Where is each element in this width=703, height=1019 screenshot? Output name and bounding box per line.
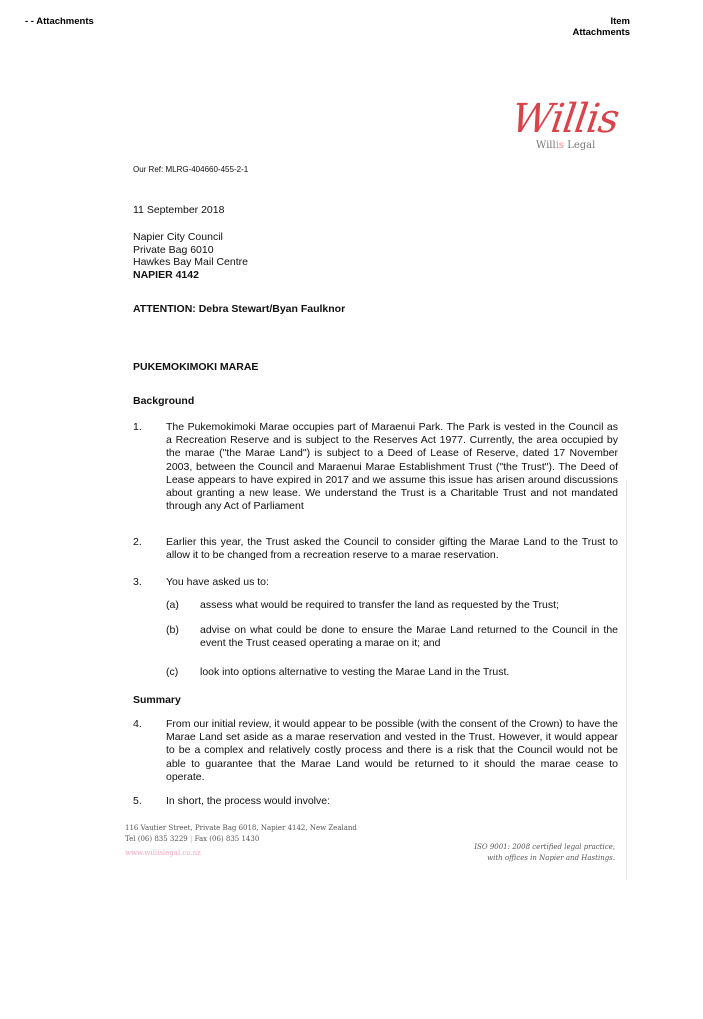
- item-label: (b): [166, 624, 179, 636]
- footer-tel: Tel (06) 835 3229: [125, 835, 188, 843]
- paragraph-3: You have asked us to:: [166, 576, 269, 588]
- tag-legal: Legal: [564, 140, 596, 151]
- footer-website[interactable]: www.willislegal.co.nz: [125, 849, 201, 857]
- item-label: (a): [166, 599, 179, 611]
- address-line: Hawkes Bay Mail Centre: [133, 256, 248, 268]
- summary-heading: Summary: [133, 694, 181, 706]
- header-item: Item: [610, 16, 630, 27]
- recipient-address: Napier City Council Private Bag 6010 Haw…: [133, 231, 248, 281]
- item-text: look into options alternative to vesting…: [200, 666, 510, 678]
- address-line: Napier City Council: [133, 231, 223, 243]
- para-number: 5.: [133, 795, 142, 807]
- footer-fax: Fax (06) 835 1430: [194, 835, 260, 843]
- background-heading: Background: [133, 395, 195, 407]
- address-line: Private Bag 6010: [133, 243, 214, 256]
- item-label: (c): [166, 666, 179, 678]
- footer-address: 116 Vautier Street, Private Bag 6018, Na…: [125, 824, 357, 832]
- footer-iso: ISO 9001: 2008 certified legal practice,…: [474, 842, 615, 864]
- iso-line: with offices in Napier and Hastings.: [487, 854, 615, 862]
- tag-will: Will: [536, 140, 556, 151]
- iso-line: ISO 9001: 2008 certified legal practice,: [474, 843, 615, 851]
- logo-tagline: Willis Legal: [536, 140, 632, 151]
- willis-logo: Willis Willis Legal: [508, 96, 632, 151]
- para-number: 4.: [133, 718, 142, 730]
- paragraph-1: The Pukemokimoki Marae occupies part of …: [166, 421, 618, 513]
- header-attachments: Attachments: [572, 27, 630, 38]
- address-line: NAPIER 4142: [133, 268, 199, 281]
- scan-edge-line: [626, 480, 627, 880]
- letter-date: 11 September 2018: [133, 204, 225, 216]
- paragraph-5: In short, the process would involve:: [166, 795, 331, 807]
- our-ref: Our Ref: MLRG-404660-455-2-1: [133, 165, 249, 174]
- paragraph-2: Earlier this year, the Trust asked the C…: [166, 536, 618, 562]
- para-number: 1.: [133, 421, 142, 433]
- attention-line: ATTENTION: Debra Stewart/Byan Faulknor: [133, 303, 346, 315]
- footer-contact: 116 Vautier Street, Private Bag 6018, Na…: [125, 824, 357, 857]
- item-text: assess what would be required to transfe…: [200, 599, 559, 611]
- item-text: advise on what could be done to ensure t…: [200, 624, 618, 650]
- paragraph-4: From our initial review, it would appear…: [166, 718, 618, 783]
- header-right: Item Attachments: [572, 16, 630, 38]
- header-left: - - Attachments: [25, 16, 94, 27]
- subject-heading: PUKEMOKIMOKI MARAE: [133, 361, 259, 373]
- para-number: 3.: [133, 576, 142, 588]
- logo-script: Willis: [508, 96, 622, 142]
- para-number: 2.: [133, 536, 142, 548]
- tag-is: is: [555, 140, 565, 151]
